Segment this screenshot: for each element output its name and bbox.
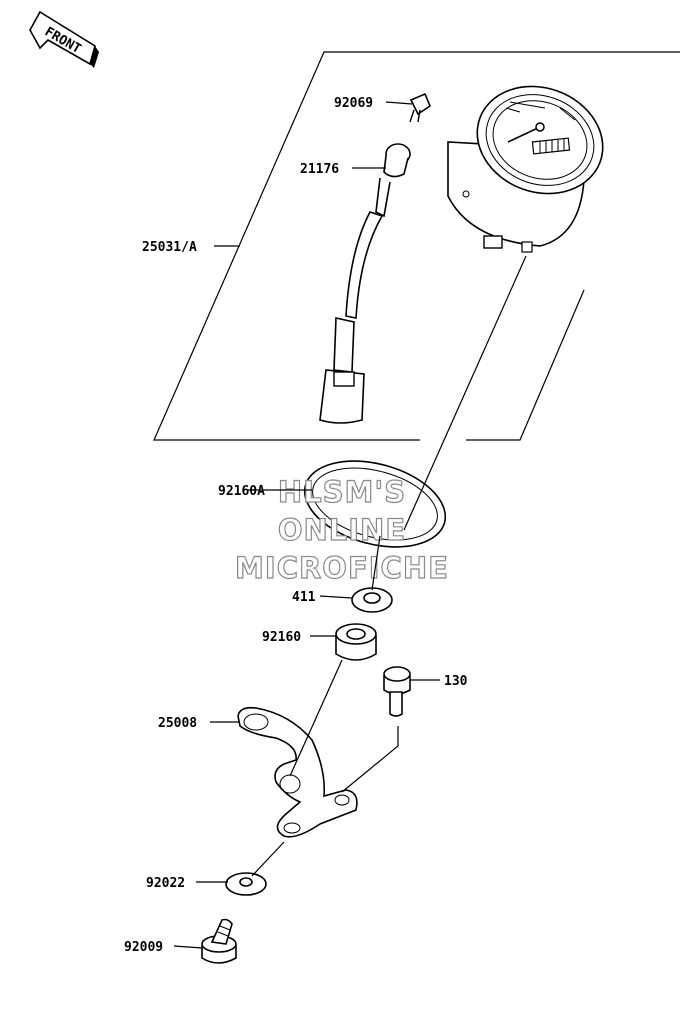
watermark-line-2: ONLINE (278, 513, 406, 547)
part-label-25008: 25008 (158, 716, 197, 731)
bulb-socket-icon (319, 143, 411, 424)
speedometer-icon (447, 85, 604, 253)
plate-washer-icon (225, 872, 267, 896)
part-label-92160: 92160 (262, 630, 301, 645)
washer-icon (351, 587, 393, 613)
screw-icon (201, 918, 237, 964)
part-label-411: 411 (292, 590, 316, 605)
part-label-21176: 21176 (300, 162, 339, 177)
grommet-icon (335, 623, 377, 661)
bolt-icon (383, 666, 411, 717)
part-label-92009: 92009 (124, 940, 163, 955)
part-label-92069: 92069 (334, 96, 373, 111)
leader-lines (173, 101, 440, 949)
watermark-line-3: MICROFICHE (235, 551, 449, 585)
bulb-icon (409, 92, 431, 123)
part-label-25031: 25031/A (142, 240, 197, 255)
assembly-lines (251, 255, 527, 877)
part-label-130: 130 (444, 674, 468, 689)
watermark: HLSM'S ONLINE MICROFICHE (234, 474, 449, 585)
meter-bracket-icon (237, 706, 358, 838)
watermark-line-1: HLSM'S (278, 475, 406, 509)
meter-cushion-icon (303, 460, 447, 548)
front-arrow-icon: FRONT (29, 10, 99, 68)
part-label-92160a: 92160A (218, 484, 265, 499)
part-label-92022: 92022 (146, 876, 185, 891)
